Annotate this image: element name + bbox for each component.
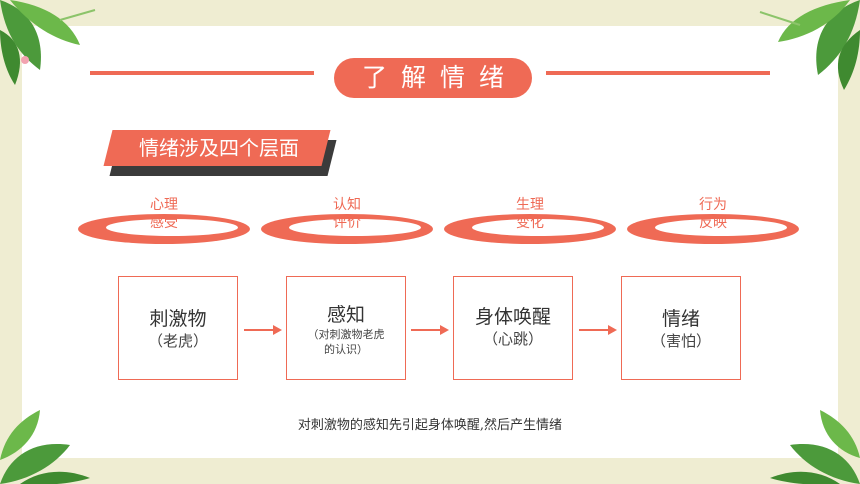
step-title: 身体唤醒 [474,306,551,328]
layer-ring-hole [655,219,787,236]
section-banner: 情绪涉及四个层面 [103,130,337,176]
step-subtitle-line2: 的认识） [324,343,368,356]
step-box-arousal: 身体唤醒 （心跳） [453,276,573,380]
leaf-decoration-bottom-right [770,410,860,484]
layer-label: 生理 变化 [444,196,616,232]
title-rule-right [546,71,770,75]
caption: 对刺激物的感知先引起身体唤醒,然后产生情绪 [297,418,563,433]
layer-label-line1: 认知 [333,197,361,213]
step-box-stimulus: 刺激物 （老虎） [118,276,238,380]
layer-label-line2: 反映 [699,215,727,231]
step-subtitle: （害怕） [650,332,711,350]
step-subtitle: （心跳） [482,330,543,348]
leaf-decoration-bottom-left [0,410,90,484]
layer-item: 行为 反映 [627,196,799,246]
arrow-right-icon [244,325,282,335]
layer-label-line2: 感受 [150,215,178,231]
leaf-decoration-top-right [759,0,860,90]
title-rule-left [90,71,314,75]
layer-label: 行为 反映 [627,196,799,232]
step-box-emotion: 情绪 （害怕） [621,276,741,380]
layer-item: 认知 评价 [261,196,433,246]
step-title: 刺激物 [149,308,207,330]
layer-label-line1: 行为 [699,197,727,213]
step-box-perception: 感知 （对刺激物老虎 的认识） [286,276,406,380]
layer-label-line2: 变化 [516,215,544,231]
step-title: 感知 [326,304,365,326]
layer-item: 生理 变化 [444,196,616,246]
arrow-right-icon [411,325,449,335]
step-subtitle: （对刺激物老虎 [307,328,385,341]
layer-label: 认知 评价 [261,196,433,232]
arrow-right-icon [579,325,617,335]
layer-ring-hole [106,219,238,236]
leaf-decoration-top-left [0,0,96,85]
layer-label-line1: 生理 [516,197,544,213]
step-title: 情绪 [661,308,700,330]
layer-ring-hole [472,219,604,236]
banner-text: 情绪涉及四个层面 [139,136,299,160]
layer-label-line1: 心理 [150,197,178,213]
layer-ring-hole [289,219,421,236]
layer-item: 心理 感受 [78,196,250,246]
layer-label-line2: 评价 [333,215,361,231]
step-subtitle: （老虎） [147,332,208,350]
layer-label: 心理 感受 [78,196,250,232]
page-title: 了解情绪 [334,58,532,98]
